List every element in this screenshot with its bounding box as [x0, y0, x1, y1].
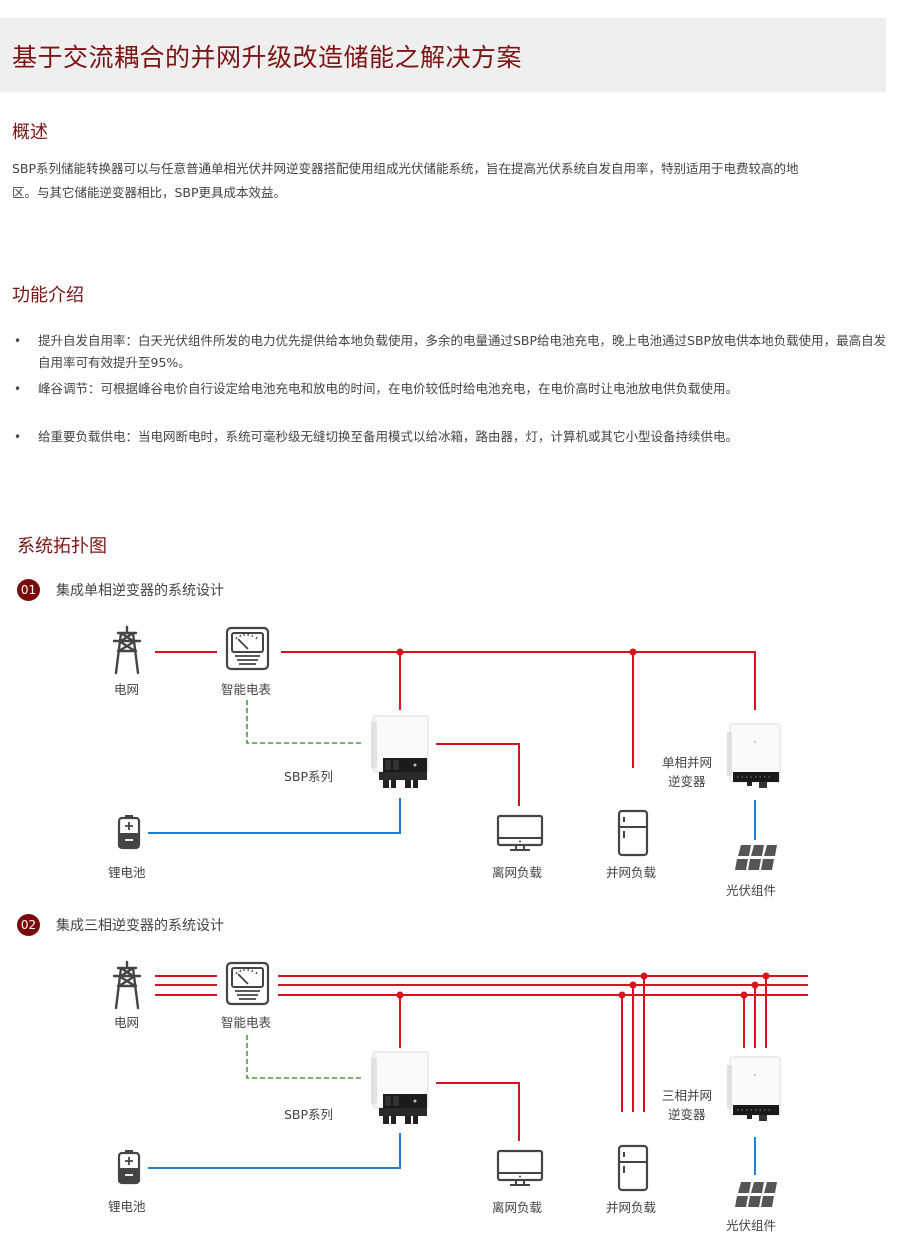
ac-lines-ongrid-load: [621, 976, 645, 1112]
feature-item: • 给重要负载供电：当电网断电时，系统可毫秒级无缝切换至备用模式以给冰箱，路由器…: [12, 426, 888, 448]
label-grid: 电网: [114, 682, 140, 697]
feature-text: 提升自发自用率：白天光伏组件所发的电力优先提供给本地负载使用，多余的电量通过SB…: [38, 333, 887, 370]
feature-item: • 提升自发自用率：白天光伏组件所发的电力优先提供给本地负载使用，多余的电量通过…: [12, 330, 888, 374]
battery-icon: [117, 1148, 141, 1185]
solar-panel-icon: [735, 1182, 777, 1207]
fridge-icon: [617, 1144, 649, 1192]
label-battery: 锂电池: [108, 865, 146, 880]
feature-item: • 峰谷调节：可根据峰谷电价自行设定给电池充电和放电的时间，在电价较低时给电池充…: [12, 378, 888, 400]
ac-line-offgrid-load: [436, 743, 520, 806]
topology-svg-2: [112, 960, 808, 1207]
diagram-1-single-phase: 电网 智能电表 SBP系列 锂电池 离网负载 并网负载 单相并网 逆变器 光伏组…: [0, 600, 900, 900]
topology-heading: 系统拓扑图: [17, 536, 107, 557]
bullet-icon: •: [14, 334, 22, 348]
ac-bus-three-phase: [278, 975, 808, 996]
label-offgrid-load: 离网负载: [492, 865, 543, 880]
label-inverter-2: 逆变器: [668, 1107, 706, 1122]
label-inverter-2: 逆变器: [668, 774, 706, 789]
ac-lines: [155, 975, 808, 1141]
junction-dot: [629, 648, 637, 656]
topology-svg-1: [112, 625, 781, 870]
sbp-unit-icon: [370, 715, 429, 789]
label-sbp: SBP系列: [284, 769, 334, 784]
label-pv: 光伏组件: [726, 883, 777, 898]
label-meter: 智能电表: [221, 1015, 272, 1030]
ac-lines-grid-meter: [155, 975, 217, 996]
inverter-icon: [726, 723, 781, 789]
feature-text: 峰谷调节：可根据峰谷电价自行设定给电池充电和放电的时间，在电价较低时给电池充电，…: [38, 381, 739, 396]
diagram-1-header: 01 集成单相逆变器的系统设计: [17, 579, 224, 601]
overview-text: SBP系列储能转换器可以与任意普通单相光伏并网逆变器搭配使用组成光伏储能系统，旨…: [12, 157, 884, 205]
diagram-title: 集成三相逆变器的系统设计: [56, 918, 224, 934]
battery-icon: [117, 813, 141, 850]
features-list: • 提升自发自用率：白天光伏组件所发的电力优先提供给本地负载使用，多余的电量通过…: [12, 330, 888, 448]
smart-meter-icon: [225, 626, 270, 671]
label-sbp: SBP系列: [284, 1107, 334, 1122]
label-offgrid-load: 离网负载: [492, 1200, 543, 1215]
bullet-icon: •: [14, 430, 22, 444]
label-inverter-1: 三相并网: [662, 1088, 713, 1103]
ac-line-bus: [281, 651, 756, 710]
overview-heading: 概述: [12, 122, 48, 143]
bullet-icon: •: [14, 382, 22, 396]
monitor-icon: [496, 814, 544, 852]
comm-line: [246, 700, 363, 744]
power-tower-icon: [112, 625, 142, 675]
dc-line-battery: [148, 798, 401, 834]
features-heading: 功能介绍: [12, 285, 84, 306]
diagram-number-badge: 02: [17, 914, 40, 936]
inverter-icon: [726, 1056, 781, 1122]
label-ongrid-load: 并网负载: [606, 865, 657, 880]
label-inverter-1: 单相并网: [662, 755, 713, 770]
smart-meter-icon: [225, 961, 270, 1006]
junction-dots: [396, 972, 770, 999]
feature-text: 给重要负载供电：当电网断电时，系统可毫秒级无缝切换至备用模式以给冰箱，路由器，灯…: [38, 429, 739, 444]
power-tower-icon: [112, 960, 142, 1010]
label-pv: 光伏组件: [726, 1218, 777, 1233]
junction-dot: [396, 648, 404, 656]
overview-line-1: SBP系列储能转换器可以与任意普通单相光伏并网逆变器搭配使用组成光伏储能系统，旨…: [12, 161, 799, 176]
diagram-number-badge: 01: [17, 579, 40, 601]
label-ongrid-load: 并网负载: [606, 1200, 657, 1215]
diagram-title: 集成单相逆变器的系统设计: [56, 583, 224, 599]
solar-panel-icon: [735, 845, 777, 870]
label-grid: 电网: [114, 1015, 140, 1030]
label-meter: 智能电表: [221, 682, 272, 697]
ac-lines-inverter: [743, 976, 767, 1048]
ac-line-offgrid-load: [436, 1082, 520, 1141]
monitor-icon: [496, 1149, 544, 1187]
diagram-2-header: 02 集成三相逆变器的系统设计: [17, 914, 224, 936]
dc-line-battery: [148, 1133, 401, 1169]
page-header: 基于交流耦合的并网升级改造储能之解决方案: [0, 18, 886, 92]
fridge-icon: [617, 809, 649, 857]
ac-lines: [155, 651, 756, 806]
page-title: 基于交流耦合的并网升级改造储能之解决方案: [12, 43, 523, 72]
sbp-unit-icon: [370, 1051, 429, 1125]
diagram-2-three-phase: 电网 智能电表 SBP系列 锂电池 离网负载 并网负载 三相并网 逆变器 光伏组…: [0, 935, 900, 1242]
label-battery: 锂电池: [108, 1199, 146, 1214]
comm-line: [246, 1035, 363, 1079]
overview-line-2: 区。与其它储能逆变器相比，SBP更具成本效益。: [12, 185, 287, 200]
